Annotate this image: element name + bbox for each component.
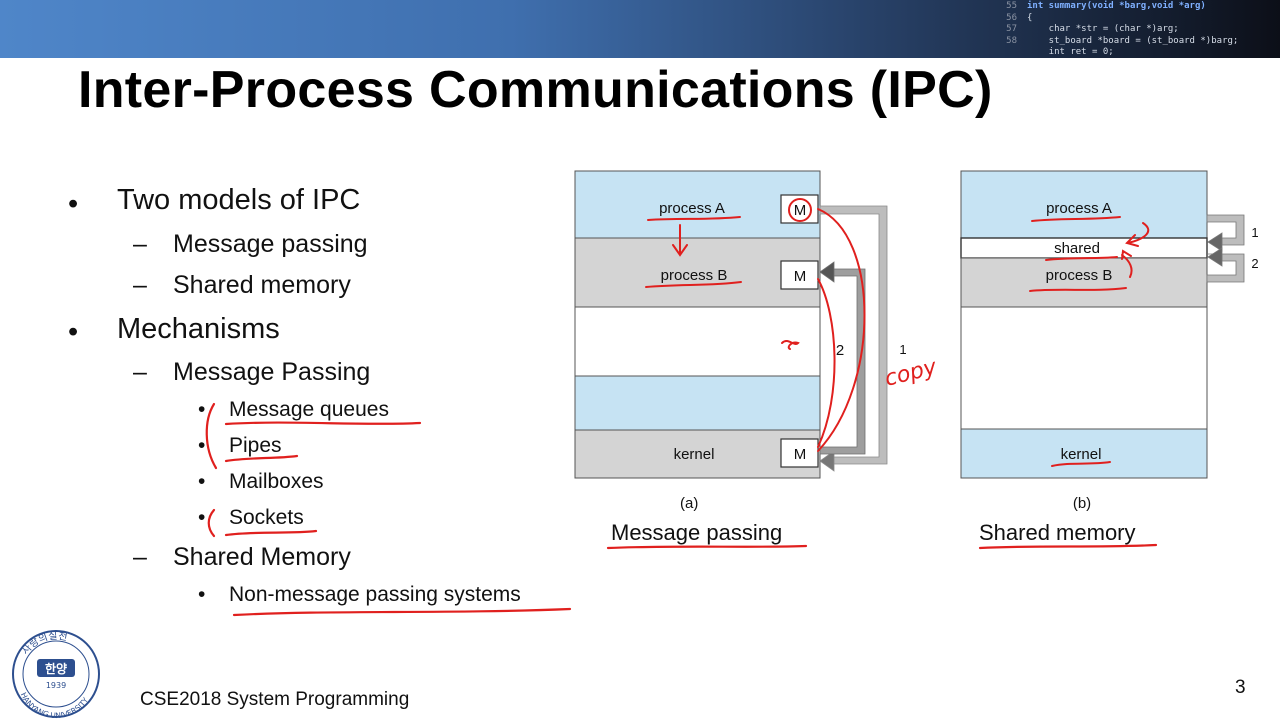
bullet-mechanisms: Mechanisms: [117, 313, 280, 345]
item-mailboxes: Mailboxes: [229, 470, 324, 493]
underline-message-queues: [224, 421, 422, 426]
label-shared: shared: [1054, 240, 1100, 257]
arrow-2-label: 2: [836, 342, 844, 359]
arrow-2-b: [1206, 247, 1245, 283]
dash: –: [133, 230, 147, 258]
bullet-dot: •: [198, 398, 206, 421]
dash: –: [133, 358, 147, 386]
sub-message-passing: Message passing: [173, 230, 368, 258]
arrow-1-b-label: 1: [1251, 225, 1258, 240]
item-sockets: Sockets: [229, 506, 304, 529]
caption-message-passing: Message passing: [611, 520, 783, 545]
diagram-shared-memory: process A shared process B kernel 1 2 (b…: [960, 170, 1259, 512]
caption-shared-memory: Shared memory: [979, 520, 1136, 545]
m-box-b: M: [794, 268, 807, 285]
m-box-kernel: M: [794, 446, 807, 463]
arrow-1-label: 1: [899, 342, 906, 357]
item-message-queues: Message queues: [229, 398, 389, 421]
svg-text:1939: 1939: [46, 681, 66, 690]
bullet-dot: •: [68, 316, 79, 348]
course-footer: CSE2018 System Programming: [140, 689, 410, 710]
item-pipes: Pipes: [229, 434, 282, 457]
svg-text:한양: 한양: [45, 661, 67, 676]
arrow-1: [819, 205, 888, 472]
label-kernel-b: kernel: [1061, 446, 1102, 463]
diagram-message-passing: process A process B kernel M M M 2 1 (a): [574, 170, 907, 512]
arrow-2: [819, 261, 866, 455]
top-banner: [0, 0, 1280, 58]
bullet-dot: •: [198, 506, 206, 529]
bracket-queues-pipes: [205, 402, 218, 470]
arrow-2-b-label: 2: [1251, 256, 1258, 271]
label-process-b-b: process B: [1046, 267, 1113, 284]
bullet-dot: •: [198, 583, 206, 606]
label-process-a-b: process A: [1046, 200, 1112, 217]
bracket-sockets: [207, 508, 216, 538]
label-process-b: process B: [661, 267, 728, 284]
code-line: 57 char *str = (char *)arg;: [1006, 24, 1179, 34]
label-process-a: process A: [659, 200, 725, 217]
bullet-dot: •: [68, 188, 79, 220]
m-box-a: M: [794, 202, 807, 219]
sublabel-b: (b): [1073, 495, 1091, 512]
ipc-diagrams: process A process B kernel M M M 2 1 (a): [560, 165, 1280, 565]
diagram-annotations: [645, 198, 1150, 467]
bullet-two-models: Two models of IPC: [117, 184, 361, 216]
bullet-dot: •: [198, 434, 206, 457]
sub-shared-memory-mech: Shared Memory: [173, 543, 351, 571]
sub-message-passing-mech: Message Passing: [173, 358, 371, 386]
sub-shared-memory: Shared memory: [173, 271, 351, 299]
arrow-1-b: [1206, 214, 1245, 252]
sublabel-a: (a): [680, 495, 698, 512]
label-kernel: kernel: [674, 446, 715, 463]
dash: –: [133, 543, 147, 571]
code-line: 56{: [1006, 12, 1033, 23]
dash: –: [133, 271, 147, 299]
item-non-message-passing: Non-message passing systems: [229, 583, 521, 606]
university-logo: 사랑의실천 한양 1939 HANYANG UNIVERSITY: [12, 630, 100, 720]
slide-title: Inter-Process Communications (IPC): [78, 61, 993, 119]
page-number: 3: [1235, 677, 1246, 698]
code-line: int ret = 0;: [1027, 47, 1114, 57]
underline-non-message: [232, 607, 572, 617]
bullet-dot: •: [198, 470, 206, 493]
underline-sockets: [224, 529, 318, 537]
code-line: 58 st_board *board = (st_board *)barg;: [1006, 35, 1239, 46]
underline-pipes: [224, 454, 299, 463]
